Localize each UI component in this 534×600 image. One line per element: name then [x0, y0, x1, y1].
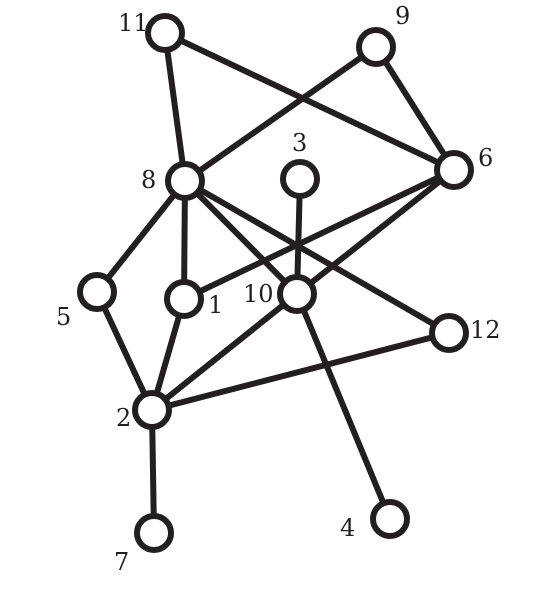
node-1	[164, 279, 204, 319]
edge-11-6	[162, 30, 457, 173]
node-label-2: 2	[116, 404, 131, 432]
node-7	[134, 513, 174, 553]
node-label-8: 8	[141, 166, 156, 194]
edge-9-6	[373, 44, 457, 173]
node-10	[277, 274, 317, 314]
edge-5-2	[94, 289, 155, 413]
node-8	[165, 161, 205, 201]
node-4	[370, 499, 410, 539]
edge-8-5	[94, 178, 188, 295]
edge-11-8	[162, 30, 188, 184]
node-label-3: 3	[292, 129, 307, 157]
node-label-7: 7	[114, 548, 129, 576]
edge-6-10	[294, 167, 457, 297]
node-2	[132, 390, 172, 430]
edge-12-2	[149, 330, 452, 413]
node-3	[280, 159, 320, 199]
edge-8-12	[182, 178, 452, 336]
edges-layer	[94, 30, 457, 536]
node-label-4: 4	[340, 514, 355, 542]
edge-8-10	[182, 178, 300, 297]
edge-9-8	[182, 44, 379, 184]
edge-2-7	[149, 407, 157, 536]
node-label-10: 10	[243, 280, 274, 308]
node-label-6: 6	[478, 144, 493, 172]
node-label-1: 1	[208, 291, 223, 319]
node-11	[145, 13, 185, 53]
edge-6-1	[181, 167, 457, 302]
edge-10-2	[149, 291, 300, 413]
node-label-11: 11	[118, 9, 149, 37]
nodes-layer	[77, 13, 474, 553]
node-9	[356, 27, 396, 67]
node-6	[434, 150, 474, 190]
node-label-9: 9	[395, 2, 410, 30]
edge-10-4	[294, 291, 393, 522]
node-12	[429, 313, 469, 353]
node-label-12: 12	[470, 316, 501, 344]
node-5	[77, 272, 117, 312]
node-label-5: 5	[56, 303, 71, 331]
